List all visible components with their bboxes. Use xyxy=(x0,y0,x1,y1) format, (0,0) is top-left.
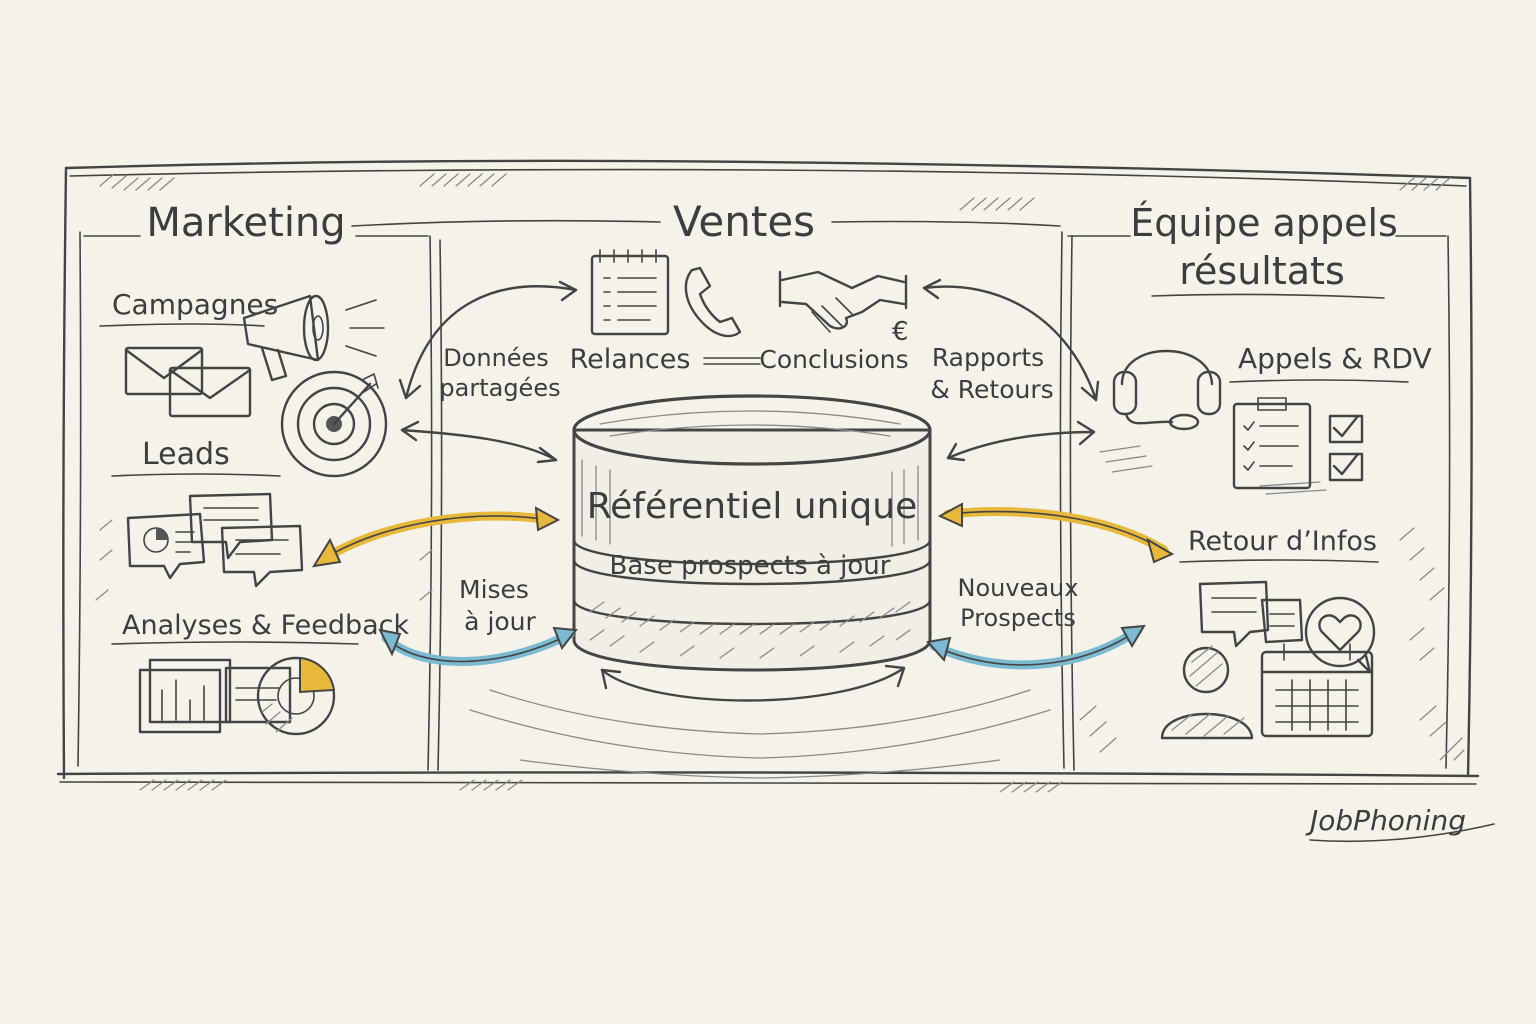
leads-label: Leads xyxy=(142,437,230,472)
nouveaux-prospects-label: Nouveaux Prospects xyxy=(958,574,1079,632)
center-title: Référentiel unique xyxy=(587,486,918,527)
marketing-panel-frame xyxy=(77,231,443,771)
yellow-arrow-right xyxy=(937,502,1175,564)
equipe-panel-frame xyxy=(1059,231,1451,771)
analyses-item: Analyses & Feedback xyxy=(111,610,410,645)
donnees-line1: Données xyxy=(443,344,549,372)
conclusions-label: Conclusions xyxy=(759,345,908,374)
marketing-title-group: Marketing xyxy=(146,200,345,246)
retour-infos-item: Retour d’Infos xyxy=(1179,526,1379,563)
brand-name: JobPhoning xyxy=(1305,804,1466,837)
notepad-icon xyxy=(590,249,670,336)
yellow-arrow-left xyxy=(312,506,561,568)
checklist-icon xyxy=(1232,397,1364,490)
rapports-line2: & Retours xyxy=(930,375,1053,404)
analyses-label: Analyses & Feedback xyxy=(122,610,410,641)
relances-label: Relances xyxy=(570,344,691,375)
rapports-line1: Rapports xyxy=(932,343,1044,372)
mises-a-jour-label: Mises à jour xyxy=(459,575,537,636)
arrow-db-equipe xyxy=(946,420,1096,462)
marketing-title: Marketing xyxy=(146,200,345,246)
nouveaux-line2: Prospects xyxy=(960,604,1076,632)
conclusions-item: Conclusions xyxy=(759,345,908,374)
hatching-texture xyxy=(95,173,1465,793)
euro-symbol: € xyxy=(892,317,909,347)
rapports-retours-label: Rapports & Retours xyxy=(930,343,1053,404)
bar-chart-icon xyxy=(138,658,292,734)
retour-infos-label: Retour d’Infos xyxy=(1188,526,1377,557)
mises-line2: à jour xyxy=(464,607,536,636)
equipe-title-line1: Équipe appels xyxy=(1130,201,1398,245)
megaphone-icon xyxy=(242,294,385,382)
handshake-icon xyxy=(778,270,908,333)
donnees-partagees-label: Données partagées xyxy=(439,344,560,402)
relances-conclusions-link xyxy=(703,357,761,365)
top-arc-arrow-right xyxy=(922,278,1100,402)
calendar-icon xyxy=(1260,643,1374,738)
arrow-marketing-db xyxy=(400,420,558,464)
headset-icon xyxy=(1112,349,1222,431)
chat-bubble-icon xyxy=(126,492,304,588)
equipe-title-line2: résultats xyxy=(1179,249,1345,293)
mises-line1: Mises xyxy=(459,575,529,604)
center-subtitle: Base prospects à jour xyxy=(610,551,891,581)
heart-bubble-icon xyxy=(1304,596,1376,674)
donnees-line2: partagées xyxy=(439,374,560,402)
blue-arrow-right xyxy=(926,624,1146,670)
database-cylinder xyxy=(572,394,932,672)
speech-bubbles-icon xyxy=(1198,580,1304,648)
brand-signature: JobPhoning xyxy=(1305,804,1495,843)
euro-icon: € xyxy=(892,317,909,347)
appels-rdv-label: Appels & RDV xyxy=(1238,342,1432,375)
equipe-title-group: Équipe appels résultats xyxy=(1130,201,1398,299)
ventes-title: Ventes xyxy=(673,197,815,246)
pie-chart-icon xyxy=(256,656,336,736)
ventes-title-group: Ventes xyxy=(351,197,1061,246)
central-repository-label: Référentiel unique Base prospects à jour xyxy=(587,486,918,581)
nouveaux-line1: Nouveaux xyxy=(958,574,1079,602)
relances-item: Relances xyxy=(570,344,691,375)
envelope-icon xyxy=(124,346,252,418)
leads-item: Leads xyxy=(111,437,281,477)
appels-rdv-item: Appels & RDV xyxy=(1229,342,1432,383)
phone-icon xyxy=(684,266,742,338)
person-icon xyxy=(1160,645,1254,740)
campagnes-item: Campagnes xyxy=(99,288,278,327)
top-arc-arrow-left xyxy=(398,280,578,400)
bottom-arc-arrow xyxy=(600,664,906,702)
blue-arrow-left xyxy=(378,626,578,666)
target-icon xyxy=(280,370,388,478)
